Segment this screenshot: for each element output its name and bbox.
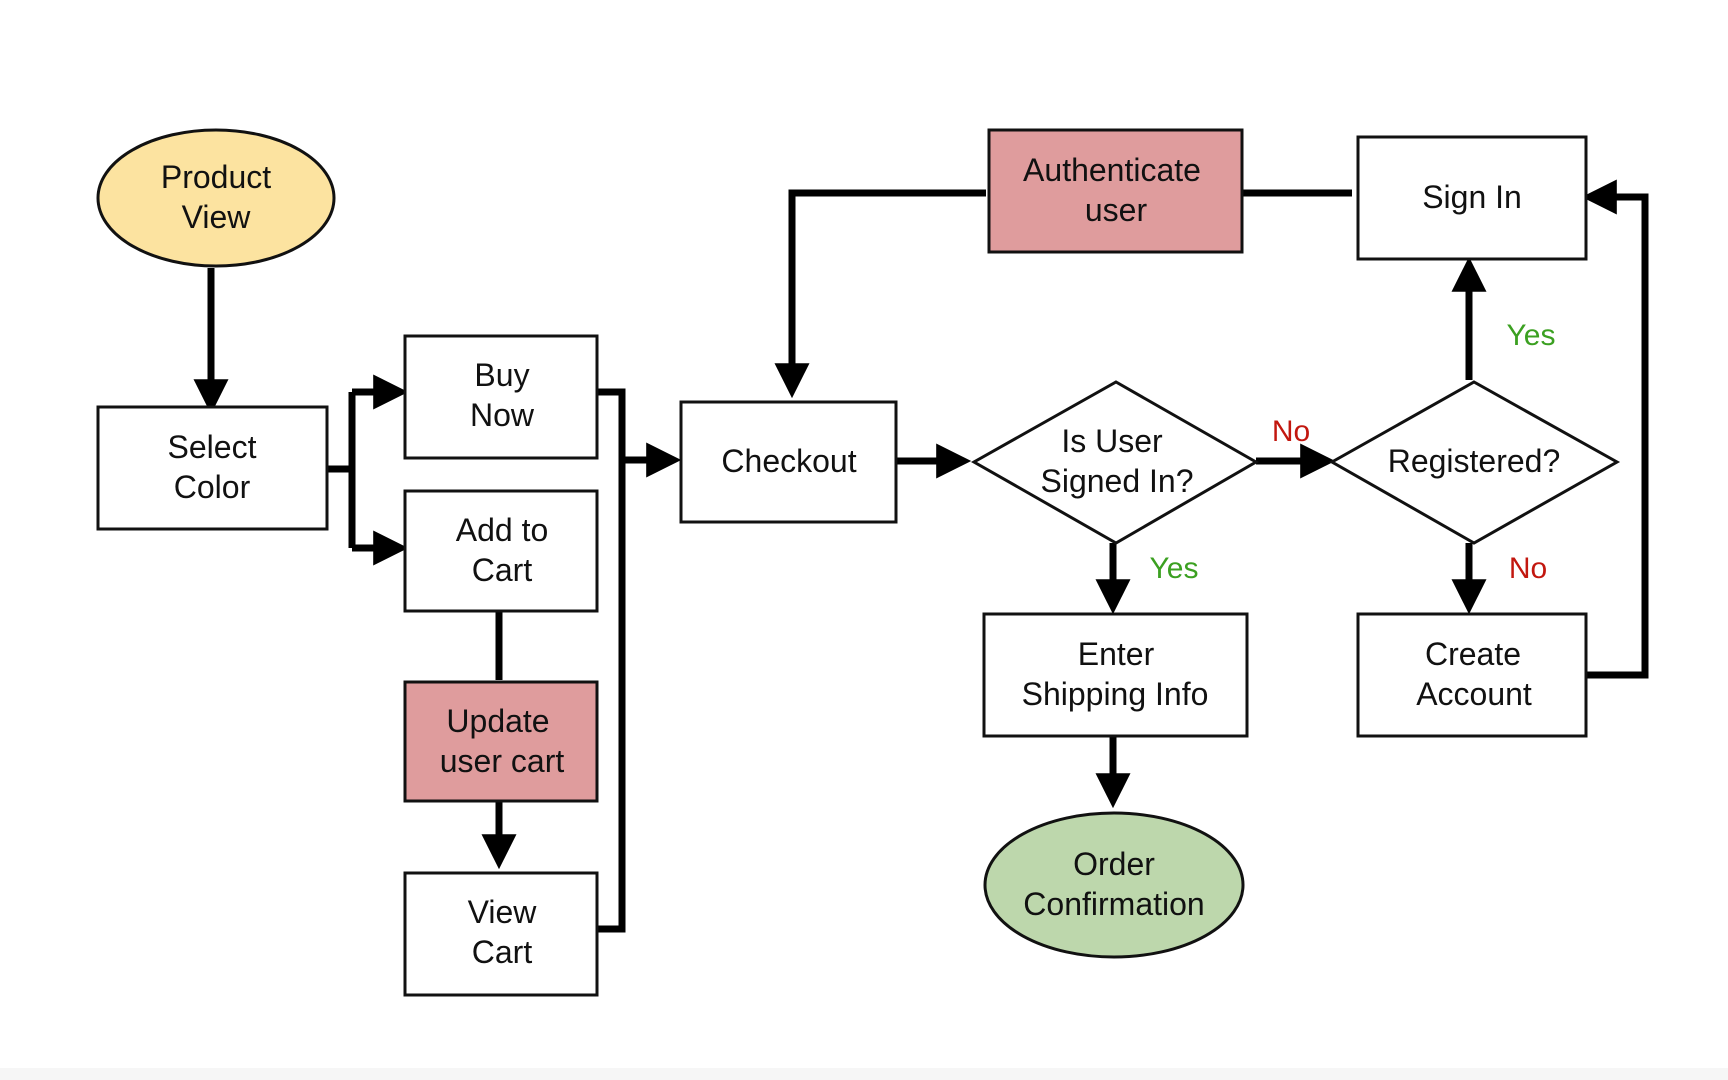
node-view-cart-line2: Cart bbox=[472, 934, 533, 970]
node-add-to-cart-line1: Add to bbox=[456, 512, 549, 548]
node-is-user-signed-in-line1: Is User bbox=[1061, 423, 1163, 459]
node-select-color-line1: Select bbox=[168, 429, 257, 465]
node-registered-line1: Registered? bbox=[1388, 443, 1561, 479]
edge-label-registered-no: No bbox=[1509, 552, 1547, 585]
edge-label-signed-in-no: No bbox=[1272, 415, 1310, 448]
node-update-user-cart: Update user cart bbox=[403, 680, 599, 803]
node-enter-shipping-info-line1: Enter bbox=[1078, 636, 1155, 672]
edge-label-signed-in-yes: Yes bbox=[1150, 552, 1199, 585]
end-ellipse bbox=[983, 811, 1245, 959]
edge-authenticate-to-checkout bbox=[774, 189, 986, 399]
node-create-account-line1: Create bbox=[1425, 636, 1521, 672]
edge-create-account-to-sign-in bbox=[1581, 179, 1649, 679]
start-ellipse bbox=[96, 128, 336, 268]
bottom-strip bbox=[0, 1068, 1728, 1080]
node-view-cart-line1: View bbox=[468, 894, 538, 930]
node-enter-shipping-info: Enter Shipping Info bbox=[982, 612, 1249, 738]
process-box bbox=[679, 400, 898, 524]
node-add-to-cart-line2: Cart bbox=[472, 552, 533, 588]
node-update-user-cart-line1: Update bbox=[446, 703, 549, 739]
edge-buy-now-to-merge bbox=[597, 388, 626, 933]
node-sign-in-line1: Sign In bbox=[1422, 179, 1522, 215]
node-select-color: Select Color bbox=[96, 405, 329, 531]
node-product-view: Product View bbox=[96, 128, 336, 268]
node-buy-now: Buy Now bbox=[403, 334, 599, 460]
node-update-user-cart-line2: user cart bbox=[440, 743, 565, 779]
node-is-user-signed-in-line2: Signed In? bbox=[1040, 463, 1193, 499]
node-buy-now-line2: Now bbox=[470, 397, 535, 433]
node-product-view-line2: View bbox=[182, 199, 252, 235]
node-order-confirmation-line1: Order bbox=[1073, 846, 1155, 882]
node-order-confirmation-line2: Confirmation bbox=[1023, 886, 1204, 922]
node-sign-in: Sign In bbox=[1356, 135, 1588, 261]
node-enter-shipping-info-line2: Shipping Info bbox=[1022, 676, 1209, 712]
process-box bbox=[403, 871, 599, 997]
node-authenticate-user-line2: user bbox=[1085, 192, 1148, 228]
node-buy-now-line1: Buy bbox=[474, 357, 529, 393]
node-checkout: Checkout bbox=[679, 400, 898, 524]
process-box bbox=[982, 612, 1249, 738]
decision-diamond bbox=[1328, 380, 1621, 545]
node-create-account-line2: Account bbox=[1416, 676, 1532, 712]
node-authenticate-user-line1: Authenticate bbox=[1023, 152, 1201, 188]
process-box bbox=[403, 334, 599, 460]
server-action-box bbox=[403, 680, 599, 803]
node-registered: Registered? bbox=[1328, 380, 1621, 545]
node-create-account: Create Account bbox=[1356, 612, 1588, 738]
process-box bbox=[403, 489, 599, 613]
process-box bbox=[1356, 135, 1588, 261]
edges bbox=[193, 179, 1649, 933]
process-box bbox=[96, 405, 329, 531]
node-add-to-cart: Add to Cart bbox=[403, 489, 599, 613]
node-checkout-line1: Checkout bbox=[721, 443, 856, 479]
node-select-color-line2: Color bbox=[174, 469, 251, 505]
node-order-confirmation: Order Confirmation bbox=[983, 811, 1245, 959]
server-action-box bbox=[987, 128, 1244, 254]
node-authenticate-user: Authenticate user bbox=[987, 128, 1244, 254]
node-view-cart: View Cart bbox=[403, 871, 599, 997]
edge-label-registered-yes: Yes bbox=[1507, 319, 1556, 352]
node-is-user-signed-in: Is User Signed In? bbox=[970, 380, 1260, 545]
node-product-view-line1: Product bbox=[161, 159, 271, 195]
decision-diamond bbox=[970, 380, 1260, 545]
process-box bbox=[1356, 612, 1588, 738]
